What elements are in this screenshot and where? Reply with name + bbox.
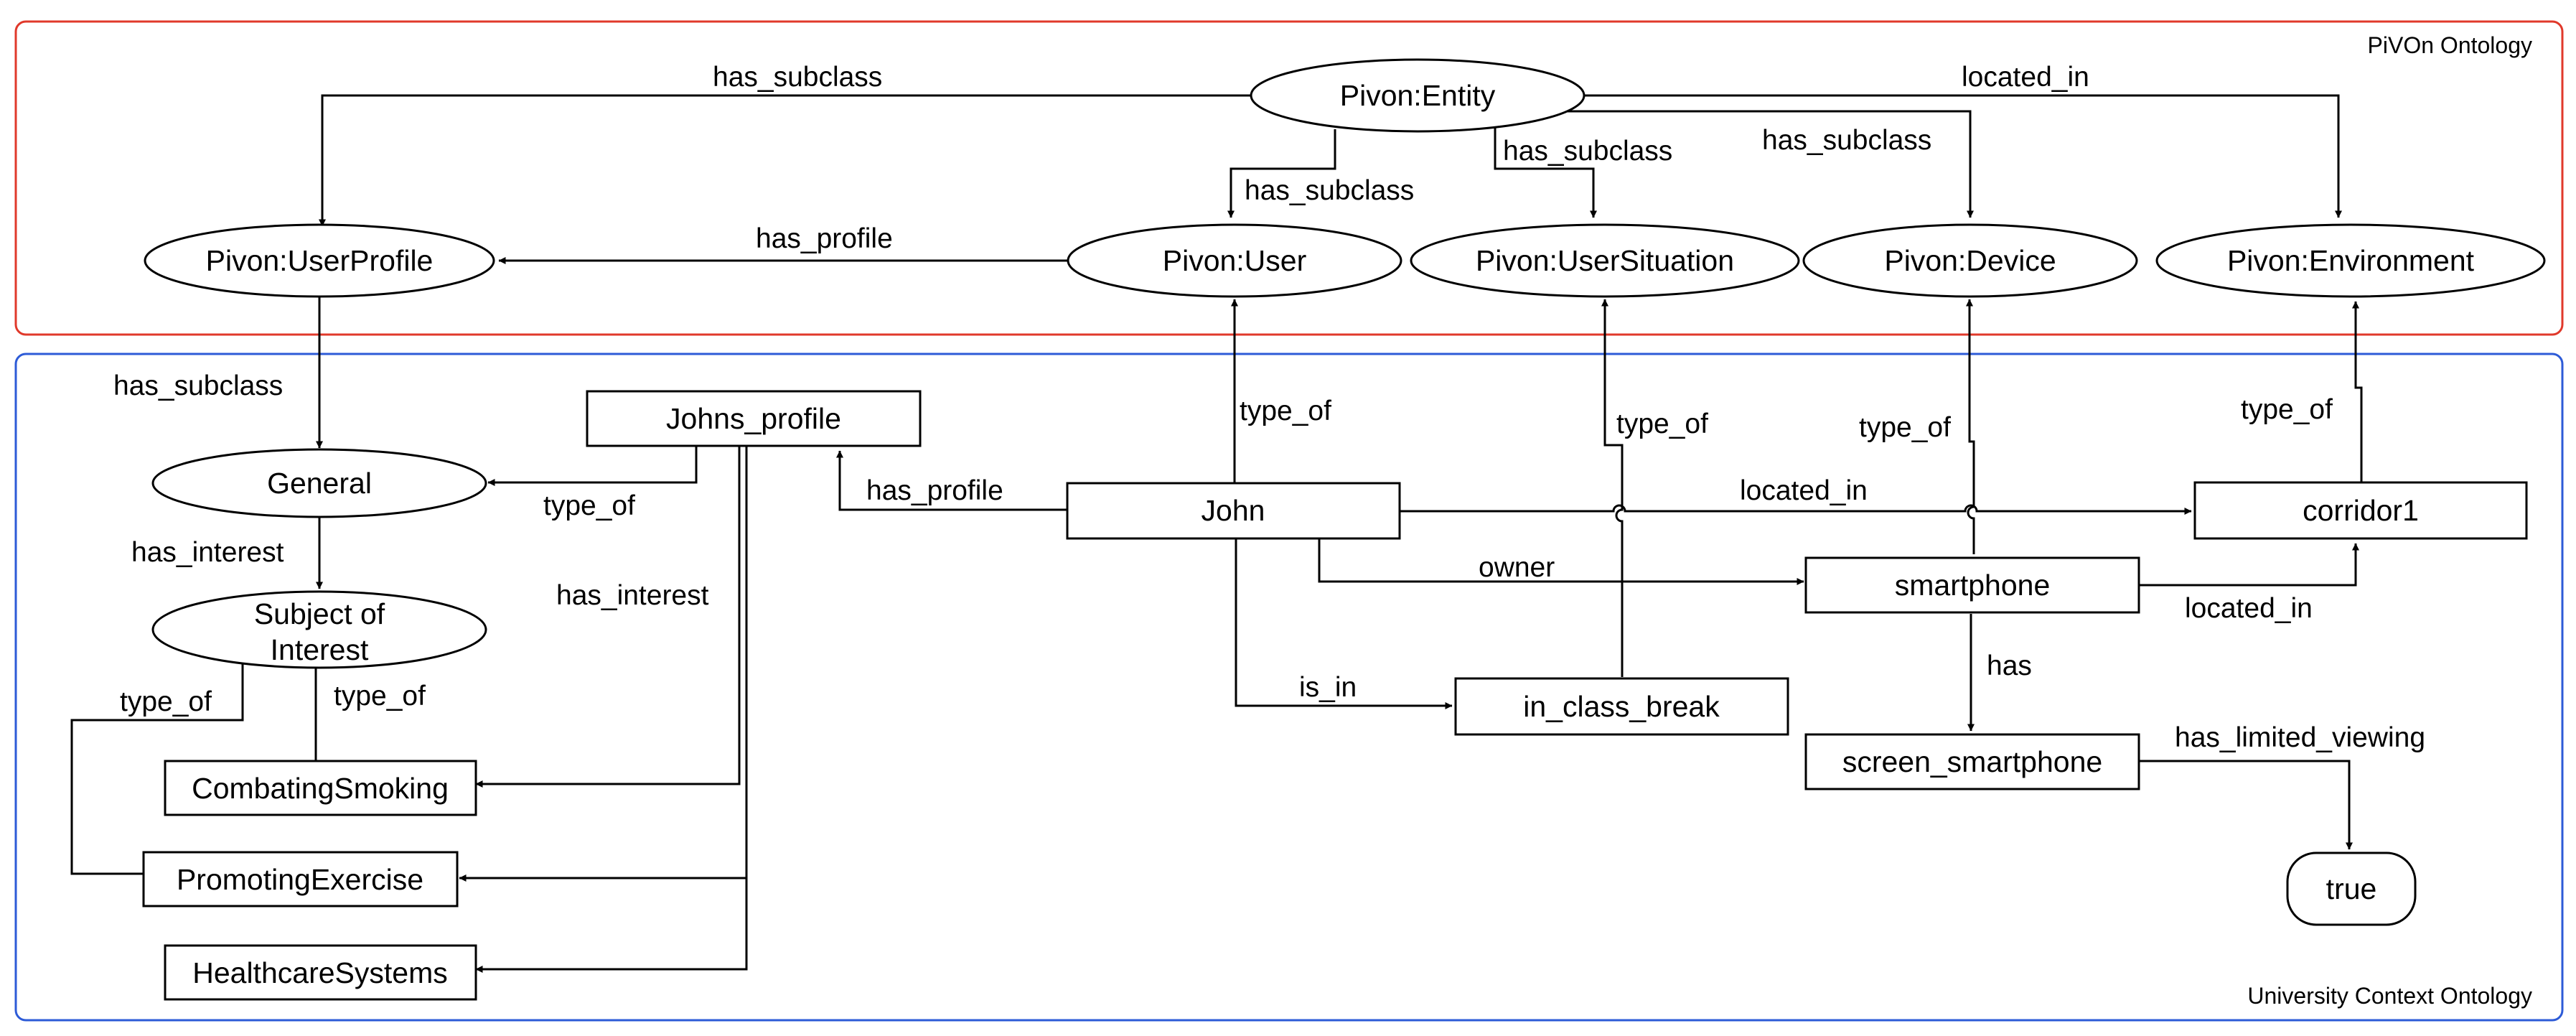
node-pivon-userprofile: Pivon:UserProfile — [144, 223, 495, 298]
label-user-userprofile: has_profile — [756, 223, 893, 254]
university-context-region — [14, 353, 2564, 1022]
svg-text:screen_smartphone: screen_smartphone — [1842, 745, 2102, 778]
label-smartphone-screen: has — [1987, 650, 2032, 681]
label-john-inclassbreak: is_in — [1299, 672, 1357, 703]
label-johnsprofile-interest: has_interest — [556, 580, 709, 611]
label-combating-subject: type_of — [334, 681, 426, 711]
svg-text:in_class_break: in_class_break — [1523, 690, 1720, 723]
edge-entity-environment — [1579, 94, 2342, 218]
node-pivon-entity: Pivon:Entity — [1250, 58, 1586, 133]
svg-text:John: John — [1202, 494, 1265, 527]
svg-text:Pivon:UserProfile: Pivon:UserProfile — [206, 244, 434, 277]
edge-john-corridor — [1400, 504, 2192, 515]
label-entity-user: has_subclass — [1245, 175, 1414, 206]
edge-john-inclassbreak — [1235, 538, 1453, 709]
node-johns-profile: Johns_profile — [586, 390, 922, 447]
svg-text:HealthcareSystems: HealthcareSystems — [192, 956, 447, 989]
node-smartphone: smartphone — [1804, 556, 2140, 614]
node-john: John — [1066, 482, 1401, 540]
label-inclassbreak-usersituation: type_of — [1616, 409, 1708, 439]
edge-entity-userprofile — [319, 94, 1252, 227]
label-entity-device: has_subclass — [1762, 125, 1931, 156]
label-smartphone-device: type_of — [1859, 412, 1951, 443]
svg-text:CombatingSmoking: CombatingSmoking — [192, 772, 449, 805]
node-true: true — [2286, 851, 2417, 926]
node-in-class-break: in_class_break — [1454, 677, 1789, 736]
edge-smartphone-device — [1966, 299, 1975, 554]
edge-entity-usersituation — [1494, 128, 1597, 218]
node-pivon-device: Pivon:Device — [1802, 223, 2138, 298]
edge-corridor-environment — [2352, 301, 2363, 482]
node-general: General — [151, 448, 487, 518]
svg-text:Pivon:Device: Pivon:Device — [1884, 244, 2056, 277]
node-promoting-exercise: PromotingExercise — [142, 851, 459, 907]
edge-john-johnsprofile — [836, 450, 1067, 511]
edge-smartphone-corridor — [2139, 543, 2359, 587]
label-general-subject: has_interest — [131, 537, 284, 568]
svg-text:true: true — [2326, 872, 2377, 905]
edge-inclassbreak-usersituation — [1601, 299, 1624, 677]
university-context-label: University Context Ontology — [2247, 983, 2532, 1009]
node-corridor1: corridor1 — [2193, 481, 2528, 540]
pivon-ontology-region — [14, 20, 2564, 336]
label-promoting-subject: type_of — [120, 686, 212, 717]
node-subject-of-interest: Subject of Interest — [151, 590, 487, 669]
edge-screen-true — [2139, 760, 2353, 850]
svg-text:Interest: Interest — [271, 633, 369, 666]
label-corridor-environment: type_of — [2241, 394, 2333, 425]
svg-text:General: General — [267, 467, 372, 500]
edge-promoting-subject — [70, 638, 246, 875]
label-john-corridor: located_in — [1740, 475, 1868, 506]
label-john-johnsprofile: has_profile — [866, 475, 1003, 506]
label-userprofile-general: has_subclass — [113, 370, 283, 401]
node-pivon-environment: Pivon:Environment — [2155, 223, 2546, 298]
node-pivon-user: Pivon:User — [1067, 223, 1402, 298]
svg-text:Pivon:Environment: Pivon:Environment — [2227, 244, 2475, 277]
svg-text:Pivon:UserSituation: Pivon:UserSituation — [1476, 244, 1734, 277]
node-pivon-usersituation: Pivon:UserSituation — [1410, 223, 1800, 298]
label-johnsprofile-general: type_of — [543, 490, 635, 521]
node-screen-smartphone: screen_smartphone — [1804, 733, 2140, 790]
label-screen-true: has_limited_viewing — [2175, 722, 2425, 753]
svg-text:corridor1: corridor1 — [2303, 494, 2419, 527]
edge-johnsprofile-general — [487, 446, 698, 486]
svg-text:PromotingExercise: PromotingExercise — [177, 863, 423, 896]
label-entity-environment: located_in — [1962, 62, 2089, 93]
edge-johnsprofile-combating — [475, 446, 741, 788]
label-entity-userprofile: has_subclass — [713, 62, 882, 93]
edge-john-smartphone — [1318, 538, 1804, 585]
node-healthcare-systems: HealthcareSystems — [164, 944, 477, 1001]
edge-entity-user — [1227, 129, 1336, 218]
edge-entity-device — [1565, 110, 1974, 218]
svg-text:Subject of: Subject of — [254, 597, 385, 630]
label-entity-usersituation: has_subclass — [1503, 136, 1672, 167]
label-smartphone-corridor: located_in — [2185, 593, 2313, 624]
svg-text:Pivon:User: Pivon:User — [1163, 244, 1307, 277]
label-john-user: type_of — [1240, 396, 1331, 426]
svg-text:smartphone: smartphone — [1895, 569, 2051, 602]
svg-text:Johns_profile: Johns_profile — [666, 402, 841, 435]
label-john-smartphone: owner — [1479, 552, 1555, 583]
pivon-ontology-label: PiVOn Ontology — [2368, 32, 2532, 58]
edge-johnsprofile-healthcare — [475, 446, 748, 973]
node-combating-smoking: CombatingSmoking — [164, 760, 477, 816]
svg-text:Pivon:Entity: Pivon:Entity — [1340, 79, 1496, 112]
